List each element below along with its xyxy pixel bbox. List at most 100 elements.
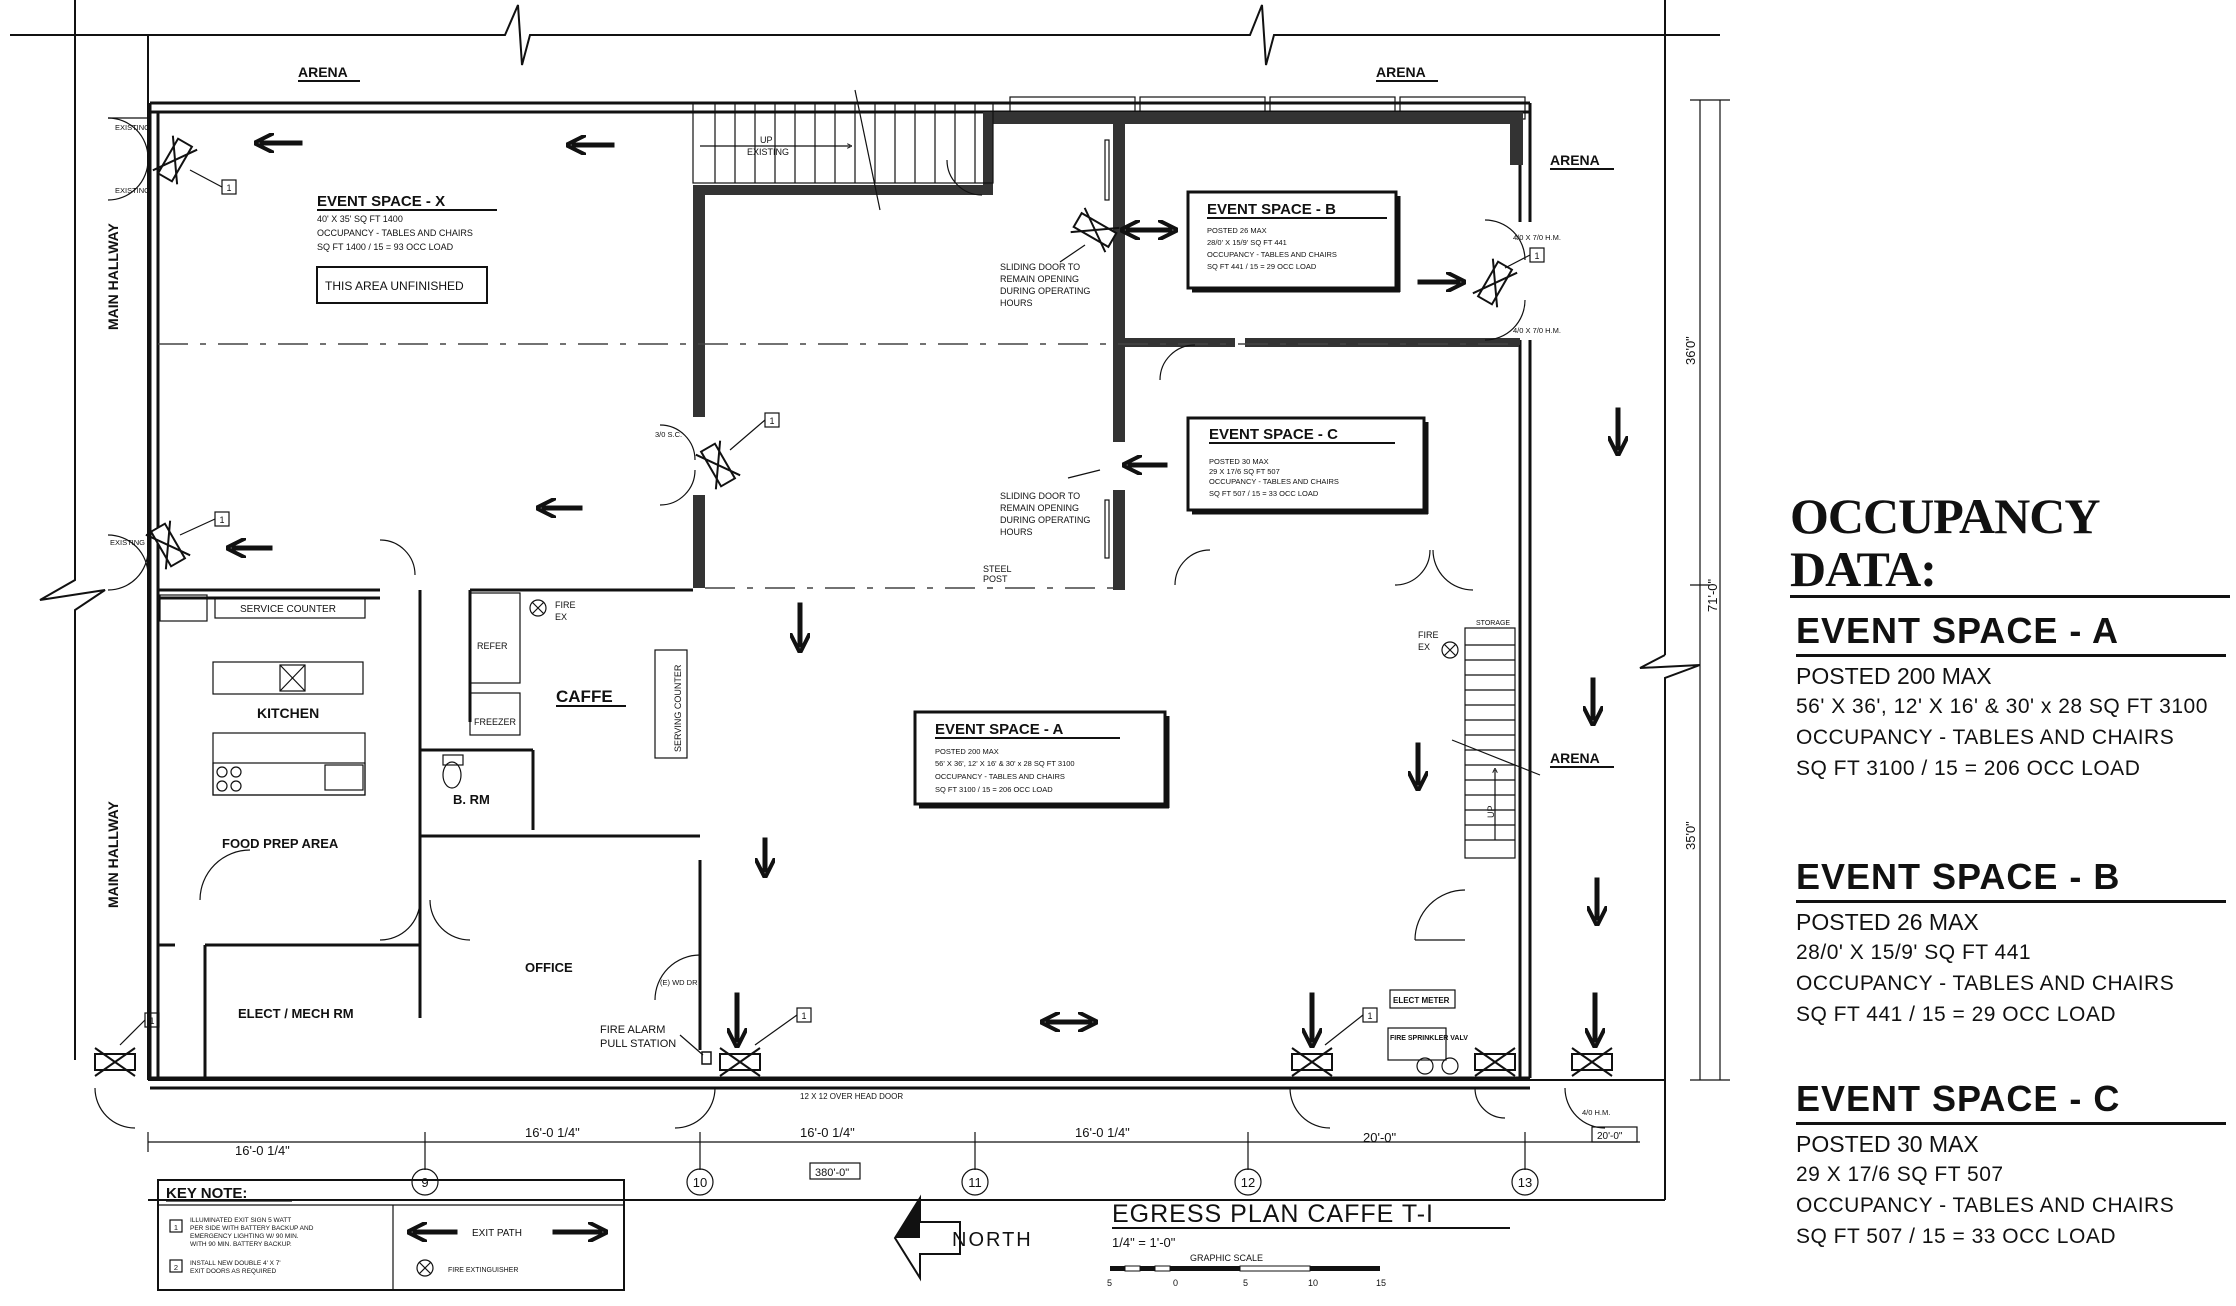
kitchen-fixtures	[159, 592, 1459, 1075]
up-existing-line-1: UP	[760, 135, 773, 145]
occupancy-space-a-line-1: 56' X 36', 12' X 16' & 30' x 28 SQ FT 31…	[1796, 695, 2208, 718]
scale-tick-4: 15	[1376, 1278, 1386, 1288]
scale-tick-3: 10	[1308, 1278, 1318, 1288]
occupancy-space-a-posted: POSTED 200 MAX	[1796, 663, 1992, 689]
kitchen-walls	[158, 588, 702, 1078]
b-rm-label: B. RM	[453, 792, 490, 807]
elect-meter-label: ELECT METER	[1393, 996, 1450, 1005]
sliding-note-1-line-1: SLIDING DOOR TO	[1000, 262, 1080, 272]
sliding-note-1-line-4: HOURS	[1000, 298, 1033, 308]
door-wd-note: (E) WD DR	[660, 978, 698, 987]
event-space-a-line-1: POSTED 200 MAX	[935, 747, 999, 756]
dim-5: 20'-0"	[1363, 1130, 1397, 1145]
occupancy-data-panel: OCCUPANCY DATA:	[1790, 490, 2230, 598]
freezer-label: FREEZER	[474, 717, 517, 727]
service-counter-label: SERVICE COUNTER	[240, 604, 336, 615]
event-space-c-line-2: 29 X 17/6 SQ FT 507	[1209, 467, 1280, 476]
door-sc-note: 3/0 S.C.	[655, 430, 682, 439]
occupancy-space-b-posted: POSTED 26 MAX	[1796, 909, 1979, 935]
grid-10: 10	[693, 1175, 707, 1190]
fire-alarm-note-line-1: FIRE ALARM	[600, 1024, 665, 1036]
unfinished-note: THIS AREA UNFINISHED	[325, 279, 464, 293]
fire-alarm-pull-station	[701, 1051, 712, 1065]
dim-v-35: 35'0"	[1683, 821, 1698, 850]
caffe-label: CAFFE	[556, 687, 613, 706]
grid-bubbles: 9 10 11 12 13	[411, 1152, 1539, 1196]
dimension-strings: 16'-0 1/4" 16'-0 1/4" 16'-0 1/4" 16'-0 1…	[147, 99, 1730, 1180]
event-space-x-line-2: OCCUPANCY - TABLES AND CHAIRS	[317, 228, 473, 238]
exit-path-arrows	[234, 143, 1618, 1040]
grid-9: 9	[421, 1175, 428, 1190]
serving-counter-label: SERVING COUNTER	[673, 664, 683, 752]
elect-mech-label: ELECT / MECH RM	[238, 1006, 354, 1021]
svg-text:1: 1	[801, 1011, 806, 1021]
sliding-note-2-line-2: REMAIN OPENING	[1000, 503, 1079, 513]
occupancy-space-c: EVENT SPACE - C POSTED 30 MAX 29 X 17/6 …	[1796, 1078, 2226, 1252]
door-hm-note-3: 4/0 H.M.	[1582, 1108, 1610, 1117]
key-item-1-line-2: PER SIDE WITH BATTERY BACKUP AND	[190, 1225, 314, 1232]
sliding-note-2-line-4: HOURS	[1000, 527, 1033, 537]
event-space-c-line-3: OCCUPANCY - TABLES AND CHAIRS	[1209, 477, 1339, 486]
occupancy-space-a-line-3: SQ FT 3100 / 15 = 206 OCC LOAD	[1796, 757, 2141, 780]
graphic-scale-bar	[1110, 1265, 1380, 1272]
overhead-door-note: 12 X 12 OVER HEAD DOOR	[800, 1092, 903, 1101]
occupancy-space-c-line-3: SQ FT 507 / 15 = 33 OCC LOAD	[1796, 1225, 2116, 1248]
occupancy-space-c-line-1: 29 X 17/6 SQ FT 507	[1796, 1163, 2004, 1186]
event-space-b-box: EVENT SPACE - B POSTED 26 MAX 28/0' X 15…	[1186, 190, 1401, 293]
sliding-doors	[1104, 139, 1110, 559]
storage-label: STORAGE	[1476, 620, 1510, 627]
event-space-x-title: EVENT SPACE - X	[317, 193, 445, 210]
svg-text:1: 1	[226, 183, 231, 193]
food-prep-label: FOOD PREP AREA	[222, 836, 339, 851]
arena-label-1: ARENA	[298, 64, 348, 80]
event-space-b-title: EVENT SPACE - B	[1207, 201, 1336, 218]
door-swings	[94, 117, 1606, 1129]
fire-ex-note-2-line-1: FIRE	[1418, 630, 1439, 640]
grid-12: 12	[1241, 1175, 1255, 1190]
main-hallway-label-1: MAIN HALLWAY	[105, 223, 121, 330]
plan-title: EGRESS PLAN CAFFE T-I	[1112, 1200, 1434, 1228]
fire-ex-note-1-line-2: EX	[555, 612, 567, 622]
event-space-b-line-4: SQ FT 441 / 15 = 29 OCC LOAD	[1207, 262, 1317, 271]
event-space-x-line-1: 40' X 35' SQ FT 1400	[317, 214, 403, 224]
event-space-b-line-1: POSTED 26 MAX	[1207, 226, 1267, 235]
event-space-c-line-1: POSTED 30 MAX	[1209, 457, 1269, 466]
steel-post-note-line-2: POST	[983, 574, 1008, 584]
refer-label: REFER	[477, 641, 508, 651]
dim-total: 380'-0"	[815, 1167, 849, 1179]
occupancy-space-c-name: EVENT SPACE - C	[1796, 1078, 2226, 1125]
event-space-a-line-4: SQ FT 3100 / 15 = 206 OCC LOAD	[935, 785, 1053, 794]
up-existing-line-2: EXISTING	[747, 147, 789, 157]
key-item-2-line-1: INSTALL NEW DOUBLE 4' X 7'	[190, 1260, 281, 1267]
fire-extinguisher-icons	[529, 599, 1459, 659]
north-arrow-icon	[893, 1194, 961, 1282]
key-note-legend: KEY NOTE: 1 ILLUMINATED EXIT SIGN 5 WATT…	[157, 1179, 625, 1291]
arena-label-4: ARENA	[1550, 750, 1600, 766]
exit-path-label: EXIT PATH	[472, 1228, 522, 1239]
dim-4: 16'-0 1/4"	[1075, 1125, 1130, 1140]
grid-11: 11	[968, 1175, 982, 1190]
graphic-scale-label: GRAPHIC SCALE	[1190, 1253, 1263, 1263]
north-label: NORTH	[952, 1229, 1033, 1251]
occupancy-space-b-name: EVENT SPACE - B	[1796, 856, 2226, 903]
fire-extinguisher-label: FIRE EXTINGUISHER	[448, 1267, 518, 1274]
dim-2: 16'-0 1/4"	[525, 1125, 580, 1140]
svg-text:1: 1	[1534, 251, 1539, 261]
scale-tick-1: 0	[1173, 1278, 1178, 1288]
existing-note-1: EXISTING	[115, 123, 150, 132]
key-item-1-line-1: ILLUMINATED EXIT SIGN 5 WATT	[190, 1217, 291, 1224]
dim-3: 16'-0 1/4"	[800, 1125, 855, 1140]
arena-label-2: ARENA	[1376, 64, 1426, 80]
plan-notes: SLIDING DOOR TO REMAIN OPENING DURING OP…	[110, 123, 1610, 1117]
dim-6: 20'-0"	[1597, 1131, 1623, 1142]
right-stair	[1451, 627, 1541, 859]
office-label: OFFICE	[525, 960, 573, 975]
existing-note-3: EXISTING	[110, 538, 145, 547]
svg-text:1: 1	[219, 515, 224, 525]
occupancy-data-title: OCCUPANCY DATA:	[1790, 490, 2230, 598]
svg-text:1: 1	[1367, 1011, 1372, 1021]
interior-walls	[693, 112, 1523, 590]
key-item-1-line-3: EMERGENCY LIGHTING W/ 90 MIN.	[190, 1233, 299, 1240]
event-space-a-line-2: 56' X 36', 12' X 16' & 30' x 28 SQ FT 31…	[935, 759, 1075, 768]
sliding-note-1-line-2: REMAIN OPENING	[1000, 274, 1079, 284]
